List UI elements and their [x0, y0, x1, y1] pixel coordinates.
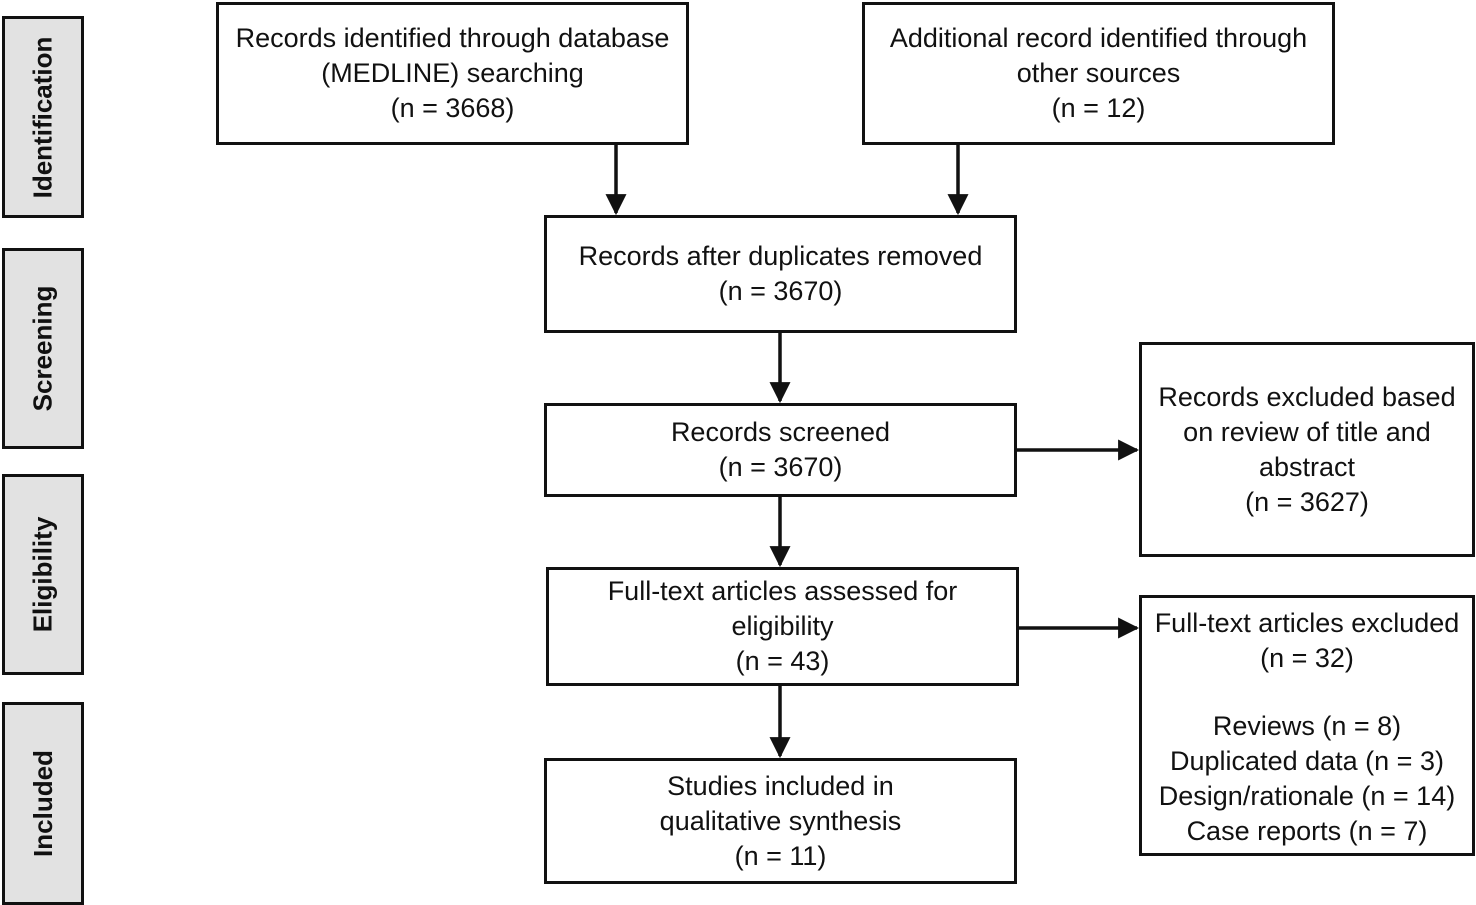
- box-count: (n = 11): [734, 840, 827, 871]
- box-count: (n = 3668): [390, 93, 515, 123]
- box-database-records: Records identified through database (MED…: [216, 2, 689, 145]
- box-text: Records identified through database: [235, 23, 670, 53]
- box-records-screened: Records screened (n = 3670): [544, 403, 1017, 497]
- box-full-text-assessed: Full-text articles assessed for eligibil…: [546, 567, 1019, 686]
- box-text: Full-text articles excluded: [1154, 608, 1460, 638]
- box-count: (n = 12): [1051, 93, 1146, 123]
- box-studies-included: Studies included in qualitative synthesi…: [544, 758, 1017, 884]
- box-text: abstract: [1258, 451, 1356, 482]
- exclusion-reason: Duplicated data (n = 3): [1170, 746, 1444, 776]
- box-count: (n = 3670): [718, 452, 843, 482]
- box-text: Additional record identified through: [889, 23, 1308, 53]
- box-text: eligibility: [731, 611, 834, 641]
- box-count: (n = 43): [735, 646, 830, 676]
- box-text: Studies included in: [667, 770, 894, 801]
- box-after-duplicates: Records after duplicates removed (n = 36…: [544, 215, 1017, 333]
- box-count: (n = 3627): [1245, 486, 1369, 517]
- box-count: (n = 3670): [718, 276, 843, 306]
- phase-identification: Identification: [2, 16, 84, 218]
- box-text: Records screened: [670, 417, 891, 447]
- exclusion-reason: Case reports (n = 7): [1186, 816, 1428, 846]
- box-text: Full-text articles assessed for: [607, 576, 958, 606]
- box-text: on review of title and: [1183, 416, 1431, 447]
- box-text: other sources: [1016, 58, 1181, 88]
- box-count: (n = 32): [1260, 643, 1354, 673]
- exclusion-reason: Reviews (n = 8): [1212, 711, 1402, 741]
- box-records-excluded: Records excluded based on review of titl…: [1139, 342, 1475, 557]
- box-text: Records after duplicates removed: [578, 241, 983, 271]
- box-full-text-excluded: Full-text articles excluded (n = 32) Rev…: [1139, 595, 1475, 856]
- phase-screening: Screening: [2, 248, 84, 449]
- phase-included: Included: [2, 702, 84, 905]
- box-text: (MEDLINE) searching: [321, 58, 584, 88]
- box-text: Records excluded based: [1158, 381, 1456, 412]
- box-other-sources: Additional record identified through oth…: [862, 2, 1335, 145]
- exclusion-reason: Design/rationale (n = 14): [1158, 781, 1456, 811]
- box-text: qualitative synthesis: [659, 805, 902, 836]
- phase-eligibility: Eligibility: [2, 474, 84, 675]
